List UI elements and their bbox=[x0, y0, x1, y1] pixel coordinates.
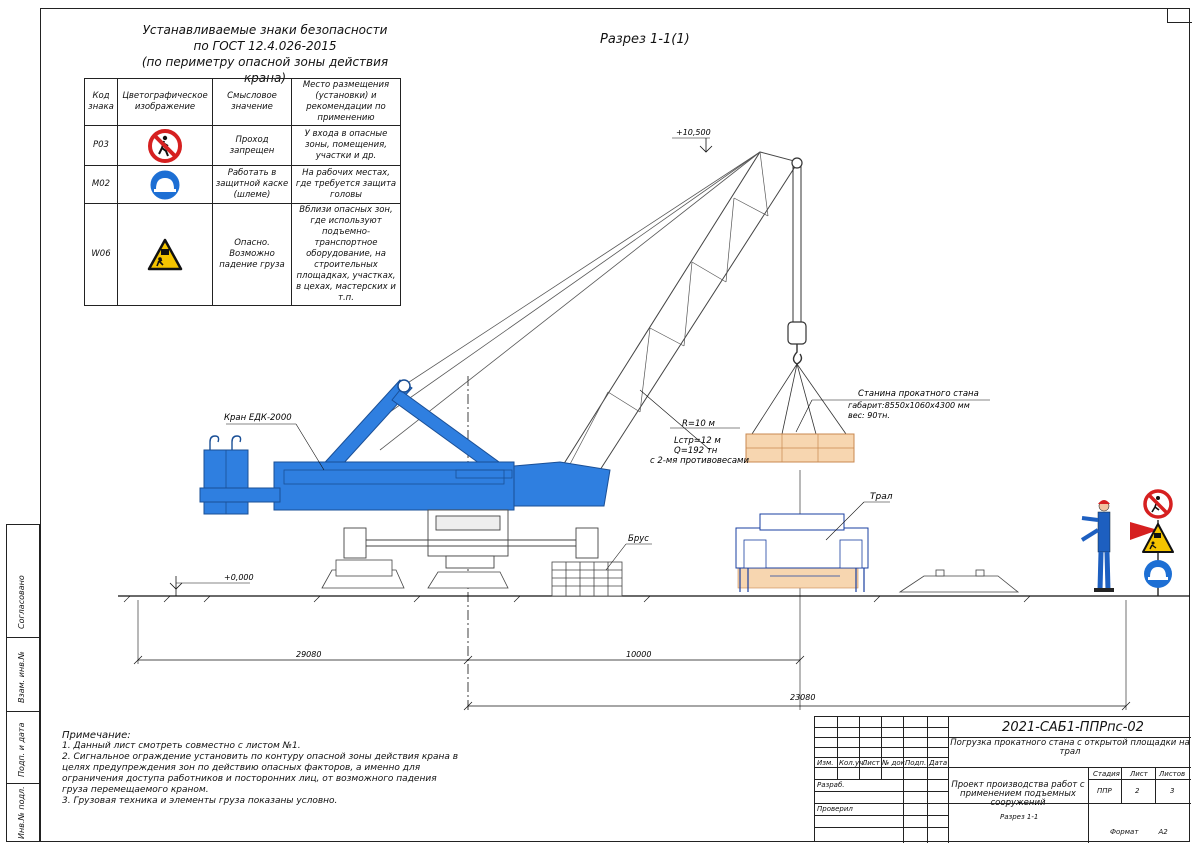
beam-label: Брус bbox=[628, 534, 649, 544]
hook-block bbox=[751, 166, 847, 435]
dimension-10000: 10000 bbox=[626, 650, 651, 659]
hard-hat-mandatory-icon bbox=[149, 169, 181, 200]
table-row: Р03 Проход запрещен У входа в опасные зо… bbox=[84, 125, 401, 166]
load-label: Станина прокатного стана bbox=[858, 389, 979, 399]
sign-image bbox=[117, 203, 213, 306]
sheet-label: Лист bbox=[1130, 770, 1148, 778]
crane-radius: R=10 м bbox=[682, 419, 716, 429]
note-item: 3. Грузовая техника и элементы груза пок… bbox=[62, 796, 338, 806]
project-name: Проект производства работ с применением … bbox=[951, 780, 1085, 808]
sign-image bbox=[117, 165, 213, 204]
format-caption: Формат bbox=[1110, 828, 1139, 836]
crane-body bbox=[199, 379, 611, 515]
falling-load-warning-icon bbox=[147, 238, 183, 270]
drawing-frame bbox=[40, 8, 1190, 842]
format-label: Формат А2 bbox=[1110, 828, 1168, 836]
table-row: W06 Опасно. Возможно падение груза Вблиз… bbox=[84, 203, 401, 306]
sign-placement: Вблизи опасных зон, где используют подъе… bbox=[291, 203, 401, 306]
note-item: 2. Сигнальное ограждение установить по к… bbox=[62, 752, 459, 795]
falling-load-warning-icon bbox=[1142, 523, 1174, 553]
load-dimensions: габарит:8550х1060х4300 мм bbox=[848, 401, 970, 410]
notes-heading: Примечание: bbox=[62, 730, 131, 741]
sheet-name: Разрез 1-1 bbox=[1000, 813, 1039, 821]
trailer bbox=[735, 513, 869, 592]
dimension-29080: 29080 bbox=[296, 650, 321, 659]
sign-meaning: Проход запрещен bbox=[212, 125, 292, 166]
no-entry-pedestrian-icon bbox=[1143, 489, 1173, 519]
sheets-value: 3 bbox=[1170, 787, 1175, 795]
crane-capacity: Q=192 тн bbox=[674, 446, 718, 456]
sign-placement: У входа в опасные зоны, помещения, участ… bbox=[291, 125, 401, 166]
hard-hat-mandatory-icon bbox=[1144, 560, 1172, 588]
signs-title-line: Устанавливаемые знаки безопасности bbox=[142, 23, 388, 37]
left-approval-strip: Согласовано Взам. инв.№ Подп. и дата Инв… bbox=[6, 524, 40, 842]
header-placement: Место размещения (установки) и рекоменда… bbox=[291, 78, 401, 126]
notes-block: Примечание: 1. Данный лист смотреть совм… bbox=[62, 730, 462, 807]
col-sheet: Лист bbox=[862, 759, 880, 767]
sign-code: W06 bbox=[84, 203, 118, 306]
header-code: Код знака bbox=[84, 78, 118, 126]
elevation-top: +10,500 bbox=[672, 128, 713, 153]
col-count: Кол.уч. bbox=[839, 759, 866, 767]
sign-image bbox=[117, 125, 213, 166]
col-sign: Подп. bbox=[905, 759, 927, 767]
dimension-lines bbox=[133, 655, 1131, 711]
signalman-figure bbox=[1080, 500, 1114, 592]
document-code: 2021-САБ1-ППРпс-02 bbox=[1002, 720, 1144, 735]
title-block: Изм. Кол.уч. Лист № док. Подп. Дата Разр… bbox=[814, 716, 1191, 843]
beam-stack bbox=[551, 561, 623, 597]
sign-placement: На рабочих местах, где требуется защита … bbox=[291, 165, 401, 204]
row-developed: Разраб. bbox=[817, 781, 845, 789]
dimension-23080: 23080 bbox=[790, 693, 815, 702]
no-entry-pedestrian-icon bbox=[148, 128, 182, 163]
sheets-label: Листов bbox=[1159, 770, 1186, 778]
elevation-top-label: +10,500 bbox=[676, 128, 711, 137]
format-value: А2 bbox=[1158, 828, 1168, 836]
trailer-label: Трал bbox=[870, 492, 893, 502]
sheet-value: 2 bbox=[1135, 787, 1140, 795]
corner-mark bbox=[1167, 8, 1192, 23]
elevation-zero-label: +0,000 bbox=[224, 573, 254, 582]
crane-label: Кран ЕДК-2000 bbox=[224, 413, 292, 423]
outrigger-pad-middle bbox=[427, 571, 509, 589]
ground-pad-right bbox=[898, 569, 1020, 593]
sign-meaning: Опасно. Возможно падение груза bbox=[212, 203, 292, 306]
col-change: Изм. bbox=[817, 759, 834, 767]
outrigger-pad-left bbox=[321, 559, 405, 589]
ground-hatch bbox=[123, 595, 1031, 603]
col-doc: № док. bbox=[882, 759, 908, 767]
safety-signs-table: Код знака Цветографическое изображение С… bbox=[84, 78, 401, 306]
note-item: 1. Данный лист смотреть совместно с лист… bbox=[62, 741, 301, 751]
document-subtitle: Погрузка прокатного стана с открытой пло… bbox=[950, 738, 1190, 757]
signs-title: Устанавливаемые знаки безопасности по ГО… bbox=[120, 22, 410, 86]
load-mill-stand bbox=[745, 433, 855, 463]
row-checked: Проверил bbox=[817, 805, 853, 813]
load-weight: вес: 90тн. bbox=[848, 411, 890, 420]
crane-boom-length: Lстр=12 м bbox=[674, 436, 721, 446]
crane-counterweights: с 2-мя противовесами bbox=[650, 456, 749, 466]
crane-undercarriage bbox=[343, 509, 599, 569]
section-title: Разрез 1-1(1) bbox=[600, 32, 690, 47]
stage-value: ППР bbox=[1097, 787, 1112, 795]
stage-label: Стадия bbox=[1093, 770, 1120, 778]
crane-boom bbox=[349, 151, 803, 471]
col-date: Дата bbox=[929, 759, 948, 767]
signs-title-line: по ГОСТ 12.4.026-2015 bbox=[193, 39, 337, 53]
elevation-zero: +0,000 bbox=[169, 573, 254, 596]
